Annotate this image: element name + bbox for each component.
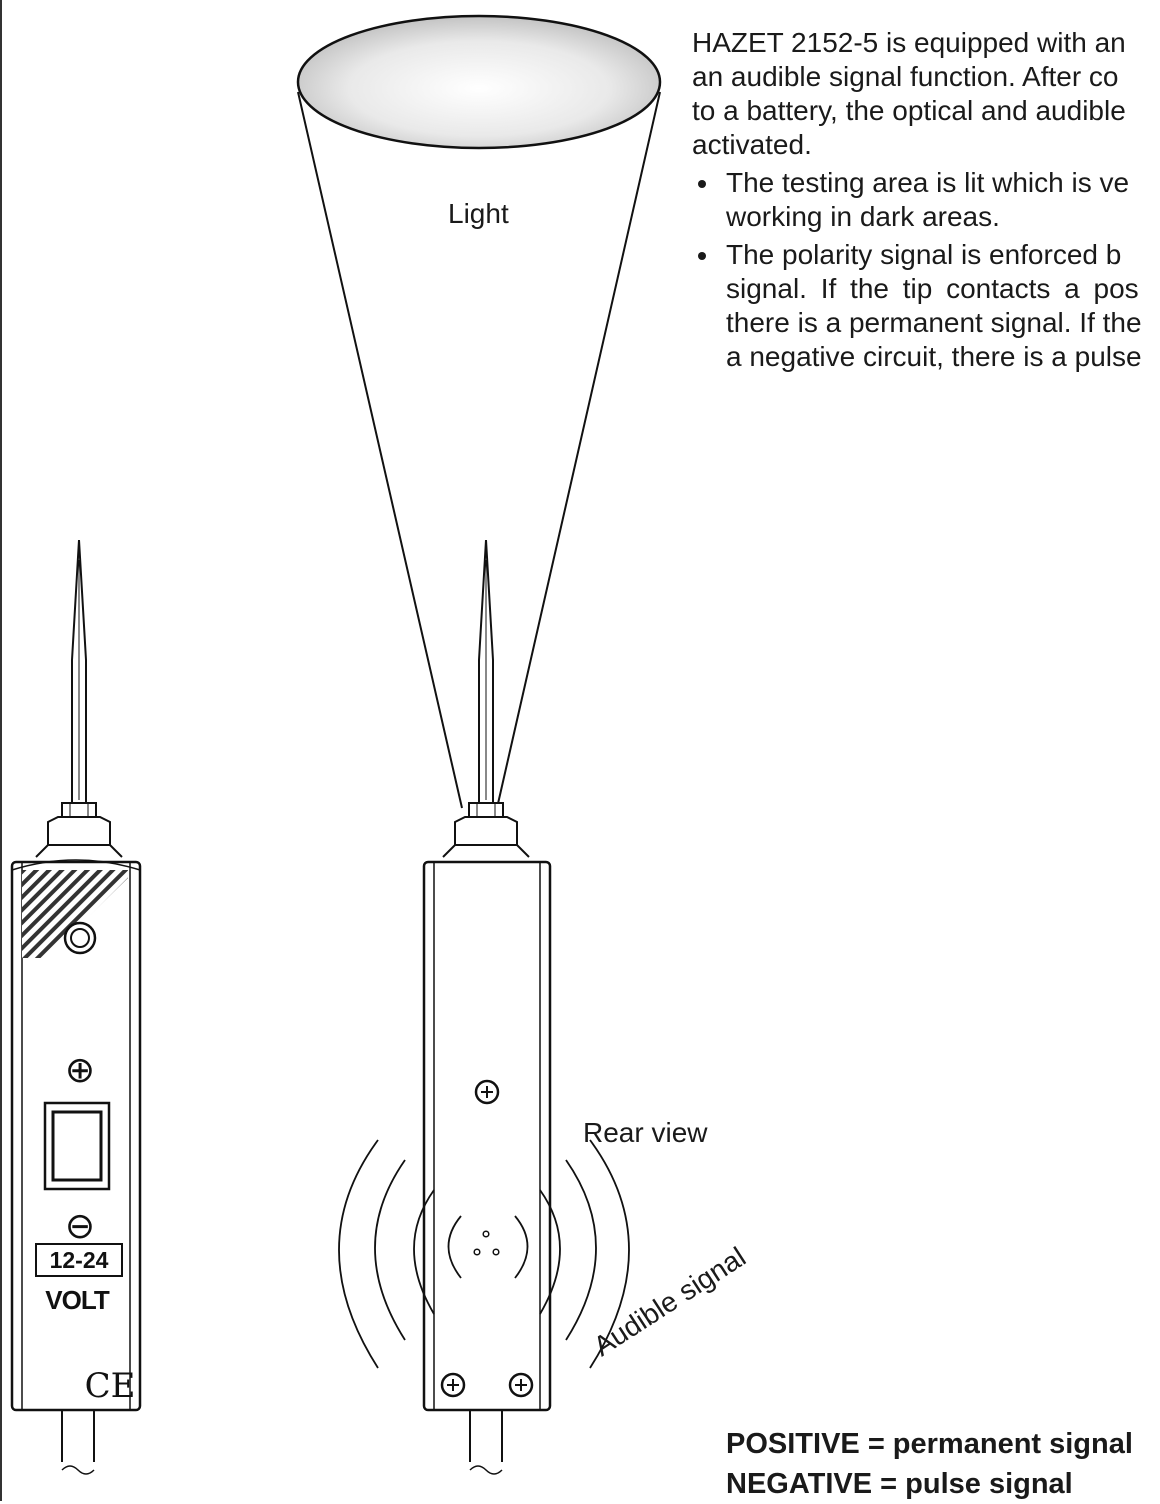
tester-rear-view [422,539,552,1475]
intro-line: HAZET 2152-5 is equipped with an [692,27,1126,58]
bullet-icon [698,252,706,260]
polarity-legend: POSITIVE = permanent signal NEGATIVE = p… [726,1424,1133,1504]
voltage-range: 12-24 [50,1247,109,1273]
bullet-item: The testing area is lit which is ve work… [692,166,1160,234]
bullet-line: The polarity signal is enforced b [726,239,1122,270]
description-text: HAZET 2152-5 is equipped with an an audi… [692,26,1160,374]
bullet-item: The polarity signal is enforced b signal… [692,238,1160,374]
speaker-icon [473,1230,500,1256]
light-label: Light [448,198,509,229]
page-left-border [0,0,2,1501]
ce-mark-icon: CE [85,1366,136,1406]
intro-line: activated. [692,129,812,160]
tester-front-view [10,539,142,1475]
legend-positive: POSITIVE = permanent signal [726,1428,1133,1460]
bullet-line: The testing area is lit which is ve [726,167,1130,198]
sound-waves-icon [338,1139,630,1369]
minus-symbol: ⊖ [65,1206,95,1247]
bullet-line: a negative circuit, there is a pulse [726,341,1142,372]
light-cone [296,14,662,809]
screw-icon [474,1079,500,1105]
intro-line: an audible signal function. After co [692,61,1119,92]
bullet-line: there is a permanent signal. If the [726,307,1142,338]
bullet-icon [698,180,706,188]
plus-symbol: ⊕ [65,1050,95,1091]
screw-icon [440,1372,466,1398]
bullet-line: working in dark areas. [726,201,1000,232]
legend-negative: NEGATIVE = pulse signal [726,1468,1073,1500]
voltage-unit: VOLT [45,1285,110,1315]
intro-line: to a battery, the optical and audible [692,95,1126,126]
screw-icon [508,1372,534,1398]
rear-view-label: Rear view [583,1117,708,1148]
bullet-line: signal. If the tip contacts a pos [726,273,1139,304]
